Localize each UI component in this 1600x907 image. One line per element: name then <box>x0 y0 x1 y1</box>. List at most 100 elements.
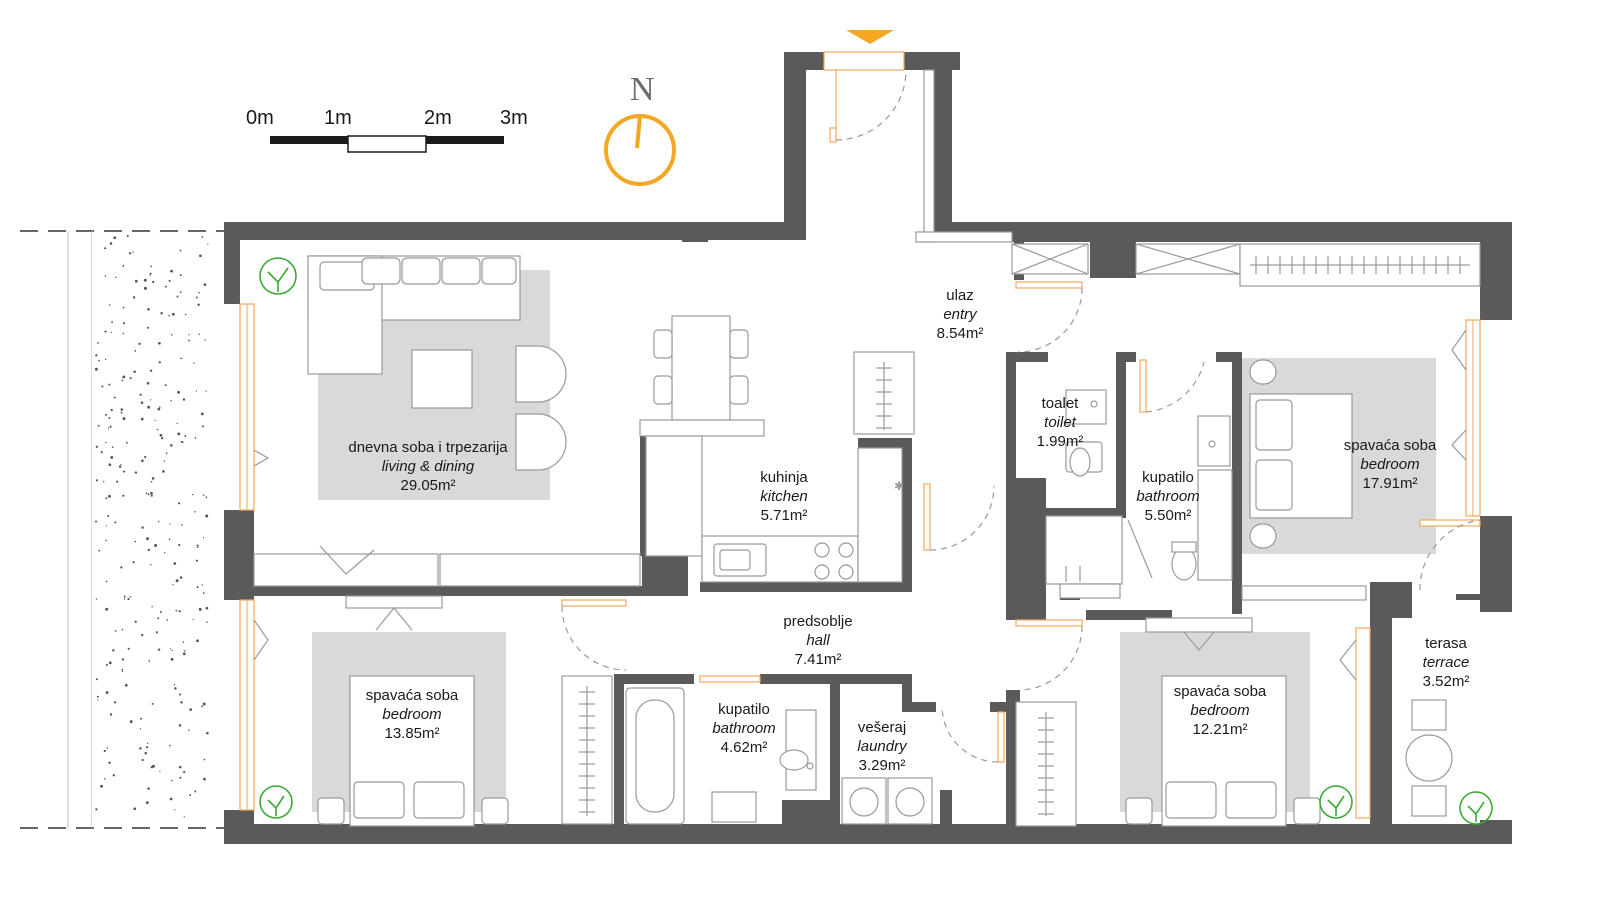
gravel-dot <box>204 339 206 341</box>
room-label-toilet: toalet toilet 1.99m² <box>1037 395 1084 450</box>
gravel-dot <box>129 720 133 724</box>
gravel-dot <box>105 691 109 694</box>
gravel-dot <box>141 459 144 463</box>
gravel-dot <box>164 285 167 288</box>
gravel-pattern <box>94 234 209 818</box>
svg-text:✱: ✱ <box>894 479 904 493</box>
entrance-arrow-icon <box>846 30 894 44</box>
gravel-dot <box>140 417 144 421</box>
gravel-dot <box>175 609 178 612</box>
gravel-dot <box>110 331 112 333</box>
gravel-dot <box>139 747 142 750</box>
gravel-dot <box>109 425 112 428</box>
gravel-area <box>92 232 212 827</box>
gravel-dot <box>189 794 192 796</box>
gravel-dot <box>205 606 209 610</box>
gravel-dot <box>180 701 183 704</box>
gravel-dot <box>106 747 109 749</box>
gravel-dot <box>122 375 126 379</box>
svg-text:bedroom: bedroom <box>1190 702 1249 719</box>
svg-text:terasa: terasa <box>1425 635 1467 652</box>
gravel-dot <box>121 658 125 661</box>
gravel-dot <box>122 264 125 267</box>
gravel-dot <box>196 639 199 643</box>
gravel-dot <box>152 764 155 768</box>
gravel-dot <box>94 367 98 371</box>
room-label-terrace: terasa terrace 3.52m² <box>1423 635 1470 690</box>
room-label-bedroom-left: spavaća soba bedroom 13.85m² <box>366 687 459 742</box>
gravel-dot <box>133 807 137 811</box>
svg-text:dnevna soba i trpezarija: dnevna soba i trpezarija <box>348 439 508 456</box>
gravel-dot <box>170 399 172 402</box>
gravel-dot <box>132 251 134 253</box>
gravel-dot <box>188 729 190 731</box>
gravel-dot <box>118 465 122 468</box>
svg-text:kitchen: kitchen <box>760 488 808 505</box>
gravel-dot <box>139 728 142 730</box>
gravel-dot <box>112 649 115 652</box>
gravel-dot <box>176 295 179 298</box>
gravel-dot <box>141 526 144 529</box>
gravel-dot <box>203 283 207 286</box>
room-label-hall: predsoblje hall 7.41m² <box>783 613 852 668</box>
gravel-dot <box>198 333 200 336</box>
gravel-dot <box>201 236 204 238</box>
gravel-dot <box>147 307 150 311</box>
svg-text:5.71m²: 5.71m² <box>761 507 808 524</box>
gravel-dot <box>198 607 202 611</box>
gravel-dot <box>178 543 181 547</box>
gravel-dot <box>159 406 161 408</box>
gravel-dot <box>198 291 200 294</box>
gravel-dot <box>145 746 149 749</box>
gravel-dot <box>98 549 101 552</box>
scale-label-1: 1m <box>324 107 352 129</box>
gravel-dot <box>159 611 162 614</box>
gravel-dot <box>149 399 152 401</box>
gravel-dot <box>146 537 149 541</box>
gravel-dot <box>149 272 152 275</box>
gravel-dot <box>205 390 207 392</box>
gravel-dot <box>159 433 163 437</box>
svg-text:bathroom: bathroom <box>1136 488 1199 505</box>
garden-strip <box>20 230 230 829</box>
gravel-dot <box>114 630 117 632</box>
gravel-dot <box>144 751 147 755</box>
gravel-dot <box>104 413 107 416</box>
gravel-dot <box>179 776 182 779</box>
gravel-dot <box>173 562 177 565</box>
gravel-dot <box>147 787 150 790</box>
gravel-dot <box>113 396 116 399</box>
gravel-dot <box>177 432 181 436</box>
gravel-dot <box>156 428 159 431</box>
gravel-dot <box>111 446 114 448</box>
gravel-dot <box>134 279 138 283</box>
shower <box>1045 515 1123 585</box>
gravel-dot <box>184 313 187 316</box>
scale-label-0: 0m <box>246 107 274 129</box>
gravel-dot <box>196 544 199 547</box>
armchair <box>515 413 567 471</box>
gravel-dot <box>195 296 198 299</box>
gravel-dot <box>121 379 124 382</box>
gravel-dot <box>163 460 165 462</box>
armchair <box>515 345 567 403</box>
gravel-dot <box>103 749 106 753</box>
gravel-dot <box>113 701 117 704</box>
gravel-dot <box>151 702 154 705</box>
gravel-dot <box>108 417 111 419</box>
room-label-living: dnevna soba i trpezarija living & dining… <box>348 439 508 494</box>
gravel-dot <box>114 521 117 524</box>
gravel-dot <box>138 342 141 345</box>
gravel-dot <box>124 683 128 687</box>
gravel-dot <box>194 437 197 439</box>
gravel-dot <box>133 370 136 374</box>
gravel-dot <box>120 408 124 411</box>
gravel-dot <box>108 661 112 665</box>
gravel-dot <box>146 742 149 744</box>
plant-icon <box>259 785 293 819</box>
gravel-dot <box>157 648 161 651</box>
gravel-dot <box>179 576 183 579</box>
gravel-dot <box>110 455 114 459</box>
svg-text:terrace: terrace <box>1423 654 1470 671</box>
gravel-dot <box>146 382 150 385</box>
